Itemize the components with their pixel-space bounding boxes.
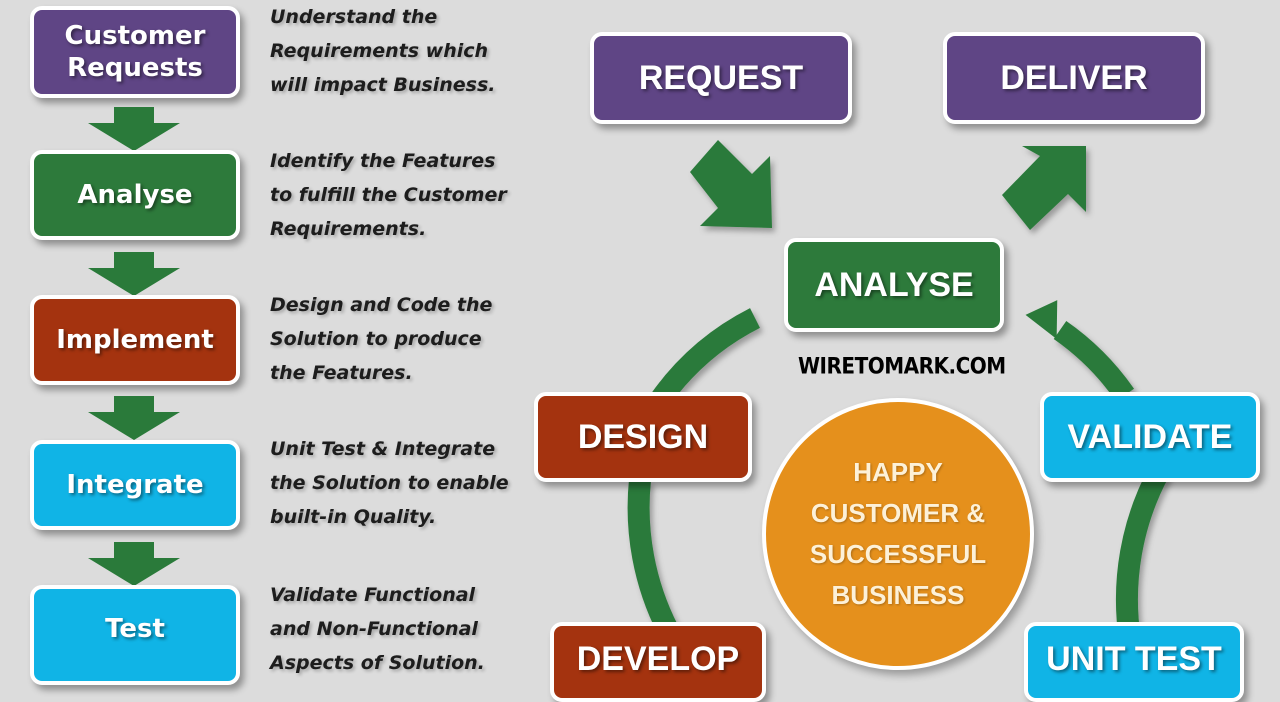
down-arrow-icon <box>88 107 180 151</box>
center-line: BUSINESS <box>831 580 965 610</box>
center-line: SUCCESSFUL <box>809 539 987 569</box>
ring-arc-left <box>627 478 678 635</box>
cycle-request: REQUEST <box>590 32 852 124</box>
down-arrow-icon <box>88 396 180 440</box>
cycle-validate: VALIDATE <box>1040 392 1260 482</box>
flow-step-test: Test <box>30 585 240 685</box>
cycle-deliver: DELIVER <box>943 32 1205 124</box>
flow-desc-implement: Design and Code the Solution to produce … <box>270 294 493 384</box>
flow-desc-customer-requests: Understand the Requirements which will i… <box>270 6 496 96</box>
diagram-arrows <box>627 140 1170 642</box>
cycle-analyse: ANALYSE <box>784 238 1004 332</box>
center-line: CUSTOMER & <box>810 498 986 528</box>
watermark: WIRETOMARK.COM <box>798 352 1006 380</box>
down-arrow-icon <box>88 542 180 586</box>
flow-step-customer-requests: Customer Requests <box>30 6 240 98</box>
center-line: HAPPY <box>853 457 943 487</box>
ring-arrowhead-icon <box>1025 300 1058 339</box>
ring-arc-top-right <box>1053 320 1135 402</box>
flow-step-analyse: Analyse <box>30 150 240 240</box>
flow-step-integrate: Integrate <box>30 440 240 530</box>
flow-desc-integrate: Unit Test & Integrate the Solution to en… <box>270 438 509 528</box>
cycle-unit-test: UNIT TEST <box>1024 622 1244 702</box>
down-arrow-icon <box>88 252 180 296</box>
flow-desc-analyse: Identify the Features to fulfill the Cus… <box>270 150 507 240</box>
cycle-develop: DEVELOP <box>550 622 766 702</box>
analyse-to-deliver-arrow-icon <box>1002 146 1086 230</box>
cycle-design: DESIGN <box>534 392 752 482</box>
ring-arc-top-left <box>651 308 761 407</box>
flow-step-implement: Implement <box>30 295 240 385</box>
ring-arc-right <box>1115 464 1170 642</box>
center-goal-circle: HAPPY CUSTOMER & SUCCESSFUL BUSINESS <box>762 398 1034 670</box>
flow-desc-test: Validate Functional and Non-Functional A… <box>270 584 485 674</box>
request-to-analyse-arrow-icon <box>690 140 772 228</box>
